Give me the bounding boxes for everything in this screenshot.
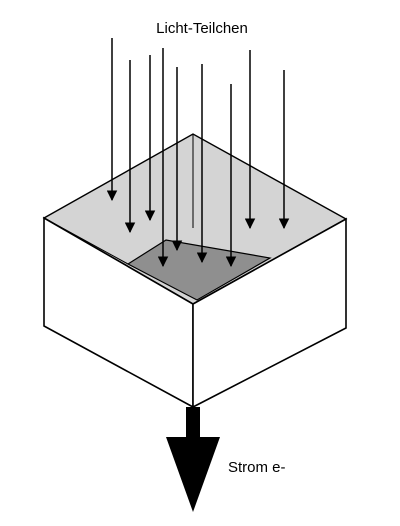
current-arrow-shaft xyxy=(186,407,200,437)
cell-right-face xyxy=(192,217,347,409)
current-arrow-head xyxy=(166,437,220,512)
light-particle-arrows xyxy=(106,38,290,268)
current-label: Strom e- xyxy=(228,459,286,476)
light-particles-label: Licht-Teilchen xyxy=(156,20,248,37)
current-arrow xyxy=(166,407,220,512)
